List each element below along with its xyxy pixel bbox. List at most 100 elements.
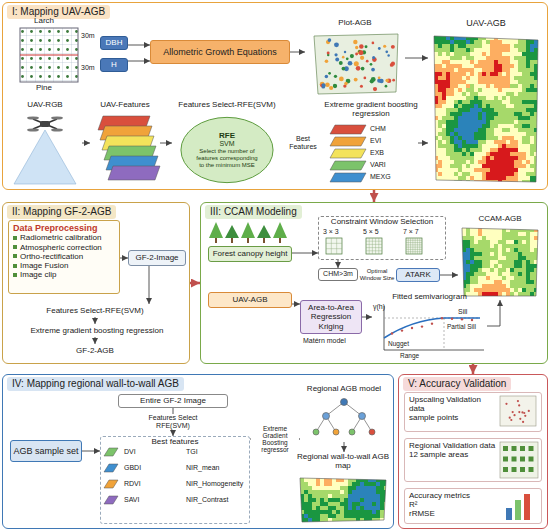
figure-label: RDVI	[124, 480, 141, 488]
illustration-part	[520, 467, 525, 472]
illustration-part	[514, 48, 518, 52]
illustration-part	[446, 136, 450, 140]
illustration-part	[328, 514, 332, 518]
illustration-part	[522, 48, 526, 52]
illustration-part	[352, 514, 356, 518]
illustration-part	[526, 260, 530, 264]
illustration-part	[441, 317, 443, 319]
illustration-part	[530, 240, 534, 244]
illustration-part	[514, 80, 518, 84]
illustration-part	[514, 84, 518, 88]
illustration-part	[332, 502, 336, 506]
illustration-part	[486, 40, 490, 44]
illustration-part	[335, 58, 339, 62]
illustration-part	[530, 40, 534, 44]
illustration-part	[506, 240, 510, 244]
illustration-part	[506, 276, 510, 280]
illustration-part	[466, 272, 470, 276]
illustration-part	[474, 176, 478, 180]
illustration-part	[462, 176, 466, 180]
illustration-part	[446, 152, 450, 156]
illustration-part	[316, 490, 320, 494]
illustration-part	[446, 88, 450, 92]
illustration-part	[522, 64, 526, 68]
illustration-part	[462, 100, 466, 104]
illustration-part	[466, 132, 470, 136]
illustration-part	[471, 319, 473, 321]
illustration-part	[498, 252, 502, 256]
flow-arrow	[95, 337, 96, 344]
illustration-part	[534, 120, 538, 124]
illustration-part	[350, 54, 354, 58]
illustration-part	[506, 268, 510, 272]
illustration-part	[446, 148, 450, 152]
illustration-part	[462, 156, 466, 160]
illustration-part	[482, 160, 486, 164]
illustration-part	[325, 59, 329, 63]
illustration-part	[530, 52, 534, 56]
illustration-part	[526, 284, 530, 288]
illustration-part	[462, 104, 466, 108]
illustration-part	[300, 498, 304, 502]
illustration-part	[470, 60, 474, 64]
figure-label: Sill	[458, 308, 467, 316]
illustration-part	[514, 172, 518, 176]
illustration-part	[458, 148, 462, 152]
illustration-part	[534, 132, 538, 136]
illustration-part	[470, 100, 474, 104]
illustration-part	[344, 51, 346, 53]
illustration-part	[348, 478, 352, 482]
illustration-part	[474, 236, 478, 240]
illustration-part	[498, 136, 502, 140]
illustration-part	[300, 502, 304, 506]
illustration-part	[514, 252, 518, 256]
illustration-part	[466, 240, 470, 244]
illustration-part	[498, 144, 502, 148]
illustration-part	[482, 104, 486, 108]
illustration-part	[324, 514, 328, 518]
illustration-part	[328, 510, 332, 514]
illustration-part	[522, 148, 526, 152]
illustration-part	[474, 256, 478, 260]
illustration-part	[364, 502, 368, 506]
illustration-part	[522, 276, 526, 280]
illustration-part	[510, 172, 514, 176]
illustration-part	[514, 288, 518, 292]
illustration-part	[478, 244, 482, 248]
illustration-part	[530, 168, 534, 172]
illustration-part	[438, 72, 442, 76]
illustration-part	[486, 48, 490, 52]
forest-figure	[209, 222, 287, 243]
illustration-part	[474, 232, 478, 236]
illustration-part	[442, 64, 446, 68]
illustration-part	[510, 419, 512, 421]
illustration-part	[518, 268, 522, 272]
illustration-part	[474, 56, 478, 60]
illustration-part	[494, 60, 498, 64]
illustration-part	[526, 236, 530, 240]
illustration-part	[446, 64, 450, 68]
illustration-part	[506, 252, 510, 256]
illustration-part	[498, 244, 502, 248]
illustration-part	[446, 156, 450, 160]
illustration-part	[518, 140, 522, 144]
illustration-part	[470, 88, 474, 92]
illustration-part	[316, 494, 320, 498]
illustration-part	[502, 156, 506, 160]
illustration-part	[304, 502, 308, 506]
illustration-part	[490, 72, 494, 76]
illustration-part	[328, 486, 332, 490]
illustration-part	[368, 490, 372, 494]
illustration-part	[518, 84, 522, 88]
illustration-part	[506, 156, 510, 160]
illustration-part	[494, 260, 498, 264]
illustration-part	[530, 264, 534, 268]
illustration-part	[486, 288, 490, 292]
illustration-part	[438, 92, 442, 96]
illustration-part	[470, 272, 474, 276]
illustration-part	[526, 116, 530, 120]
illustration-part	[494, 172, 498, 176]
illustration-part	[360, 478, 364, 482]
illustration-part	[526, 148, 530, 152]
node-text: UAV-AGB	[233, 295, 268, 304]
